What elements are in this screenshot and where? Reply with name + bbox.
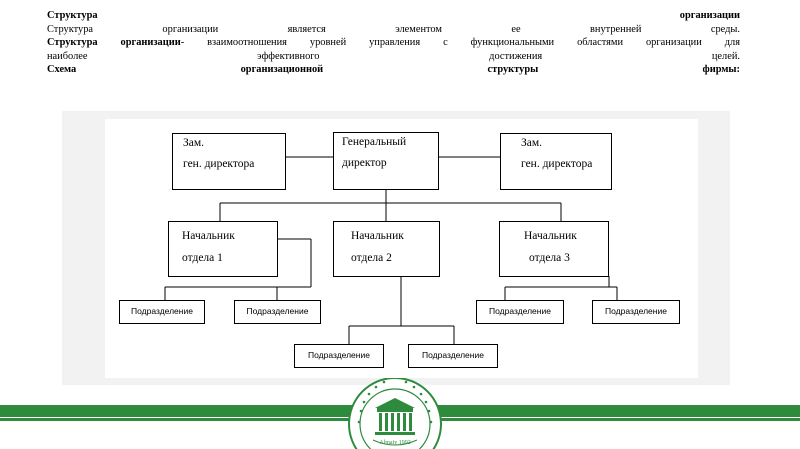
general-director-box: Генеральный директор bbox=[333, 132, 439, 190]
department-head-3-box: Начальник отдела 3 bbox=[499, 221, 609, 277]
box-line-2: ген. директора bbox=[183, 158, 255, 170]
heading-structure: Структура организации bbox=[47, 10, 740, 21]
subdivision-box: Подразделение bbox=[119, 300, 205, 324]
line-3-bold: Структура организации bbox=[47, 37, 181, 49]
box-line-1: Генеральный bbox=[342, 136, 407, 148]
line-5: Схема организационной структуры фирмы: bbox=[47, 63, 740, 77]
heading-line-1: Структура организации bbox=[47, 9, 740, 23]
svg-text:Almaty 1992: Almaty 1992 bbox=[379, 440, 411, 446]
box-line-1: Зам. bbox=[521, 137, 543, 149]
line-3-rest: - взаимоотношения уровней управления с ф… bbox=[180, 37, 740, 49]
box-line-1: Начальник bbox=[351, 230, 404, 242]
department-head-2-box: Начальник отдела 2 bbox=[333, 221, 440, 277]
line-2: Структура организации является элементом… bbox=[47, 23, 740, 35]
seal-icon: Almaty 1992 bbox=[348, 378, 442, 449]
department-head-1-box: Начальник отдела 1 bbox=[168, 221, 278, 277]
subdivision-box: Подразделение bbox=[408, 344, 498, 368]
description-text: Структура организации Структура организа… bbox=[47, 9, 740, 77]
box-line-1: Зам. bbox=[183, 137, 205, 149]
box-line-2: отдела 1 bbox=[182, 252, 223, 264]
schema-heading: Схема организационной структуры фирмы: bbox=[47, 64, 740, 76]
line-3: Структура организации- взаимоотношения у… bbox=[47, 36, 740, 50]
box-line-2: отдела 3 bbox=[529, 252, 570, 264]
org-chart: Зам. ген. директора Генеральный директор… bbox=[105, 119, 698, 378]
line-4: наиболее эффективного достижения целей. bbox=[47, 50, 740, 62]
connector-lines bbox=[164, 156, 618, 344]
deputy-director-right-box: Зам. ген. директора bbox=[500, 133, 612, 190]
box-line-2: директор bbox=[342, 157, 387, 169]
subdivision-box: Подразделение bbox=[234, 300, 321, 324]
box-line-2: ген. директора bbox=[521, 158, 593, 170]
subdivision-box: Подразделение bbox=[592, 300, 680, 324]
box-line-2: отдела 2 bbox=[351, 252, 392, 264]
box-line-1: Начальник bbox=[524, 230, 577, 242]
box-line-1: Начальник bbox=[182, 230, 235, 242]
subdivision-box: Подразделение bbox=[294, 344, 384, 368]
university-seal-logo: Almaty 1992 bbox=[347, 378, 443, 449]
subdivision-box: Подразделение bbox=[476, 300, 564, 324]
deputy-director-left-box: Зам. ген. директора bbox=[172, 133, 286, 190]
